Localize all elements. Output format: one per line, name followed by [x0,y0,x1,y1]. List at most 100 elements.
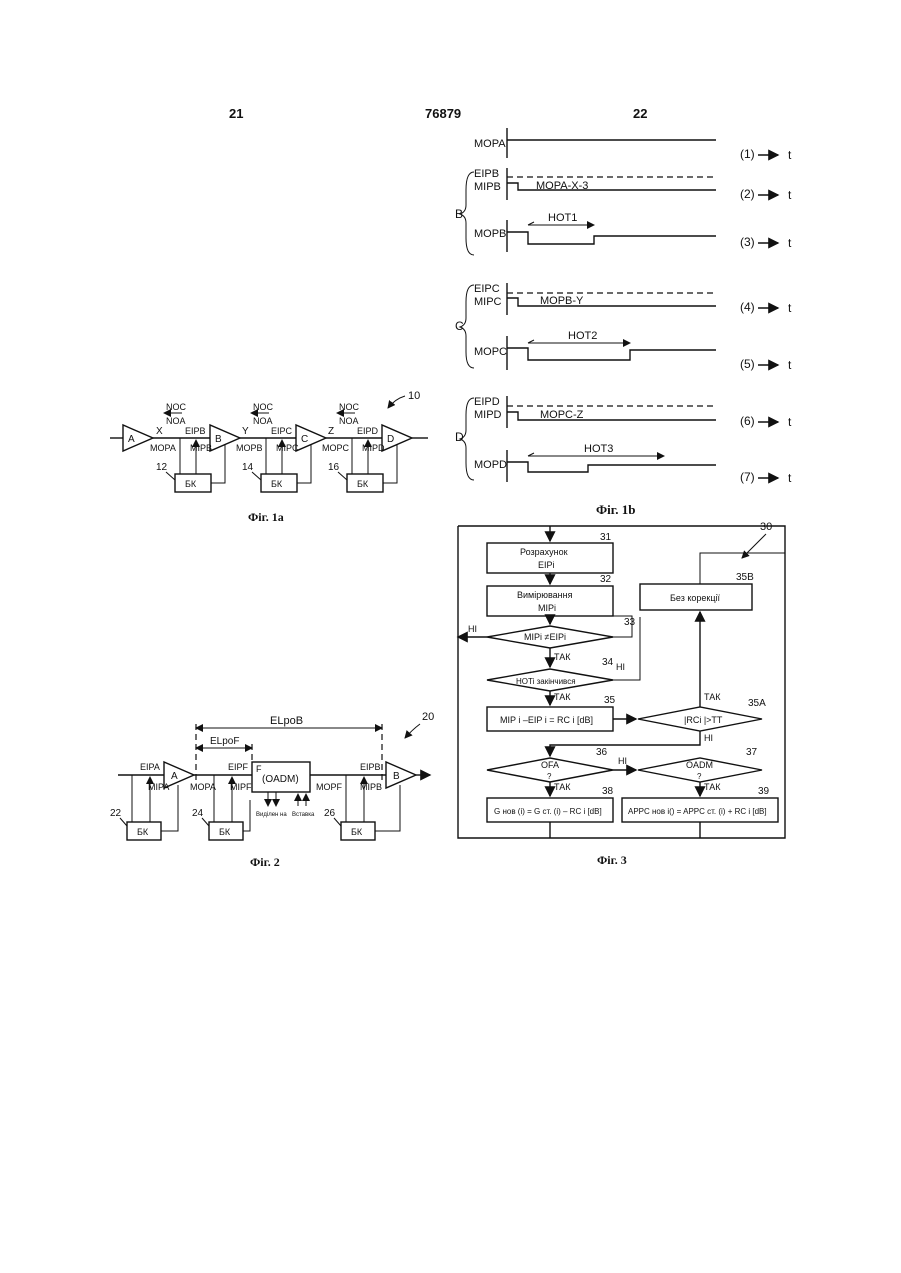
mop-c: MOPC [322,443,350,453]
mopf: MOPF [316,782,343,792]
d34-yes: ТАК [554,692,571,702]
node-y: Y [242,426,249,437]
ref-26: 26 [324,808,336,819]
bk-3: БК [357,479,369,489]
mip-c: MIPC [276,443,299,453]
fig2-amp-b [386,762,416,788]
mop-a: MOPA [150,443,176,453]
b32-l1: Вимірювання [517,590,573,600]
node-x: X [156,426,163,437]
fig3-flowchart: 30 Розрахунок EIPi 31 Вимірювання MIPi 3… [458,521,785,867]
ref-22: 22 [110,808,122,819]
mip-d: MIPD [362,443,385,453]
ref-38: 38 [602,786,614,797]
t-7: t [788,471,792,485]
group-d: D [455,430,464,444]
fig2-amp-a-label: A [171,771,178,782]
noa-2: NOA [253,416,273,426]
d37-l2: ? [697,772,702,781]
eip-c: EIPC [271,426,293,436]
fig1a-caption: Фіг. 1a [248,510,284,524]
add-label: Вставка [292,812,315,818]
fig2-bk-2-label: БК [219,827,231,837]
noa-1: NOA [166,416,186,426]
ref-39: 39 [758,786,770,797]
mipa: MIPA [148,782,169,792]
d37-yes: ТАК [704,782,721,792]
num-7: (7) [740,470,755,484]
b32-l2: MIPi [538,603,556,613]
bk-1: БК [185,479,197,489]
d36-l1: OFA [541,760,559,770]
label-mipd: MIPD [474,409,502,421]
eipb: EIPB [360,762,381,772]
fig3-ref: 30 [760,521,772,533]
noa-3: NOA [339,416,359,426]
t-1: t [788,148,792,162]
b31-l2: EIPi [538,560,555,570]
eipa: EIPA [140,762,160,772]
noc-3: NOC [339,402,360,412]
ref-35b: 35B [736,572,754,583]
d33-yes: ТАК [554,652,571,662]
ref-16: 16 [328,462,340,473]
d34-no: НІ [616,662,625,672]
ref-14: 14 [242,462,254,473]
label-mopb: MOPB [474,228,506,240]
amp-a-label: A [128,434,135,445]
elpof: ELpoF [210,736,239,747]
mop-cz: MOPC-Z [540,409,584,421]
label-eipc: EIPC [474,283,500,295]
fig2-bk-3-label: БК [351,827,363,837]
b39: APPC нов i() = APPC ст. (i) + RC i [dB] [628,807,767,816]
fig2-caption: Фіг. 2 [250,855,280,869]
ref-12: 12 [156,462,168,473]
eipf: EIPF [228,762,249,772]
hot1: HOT1 [548,212,577,224]
ref-33: 33 [624,617,636,628]
t-3: t [788,236,792,250]
t-2: t [788,188,792,202]
ref-35a: 35A [748,698,766,709]
ref-34: 34 [602,657,614,668]
mop-b: MOPB [236,443,263,453]
d35a: |RCi |>TT [684,715,723,725]
mopa: MOPA [190,782,216,792]
fig1b-timing-diagram: MOPA (1) t B EIPB MIPB MOPA-X-3 (2) t MO… [455,128,792,517]
amp-d-label: D [387,434,394,445]
amp-c-label: C [301,434,308,445]
ref-24: 24 [192,808,204,819]
fig1b-caption: Фіг. 1b [596,502,635,517]
fig2-bk-1-label: БК [137,827,149,837]
ref-36: 36 [596,747,608,758]
num-5: (5) [740,357,755,371]
t-5: t [788,358,792,372]
fig2-ref: 20 [422,711,434,723]
hot2: HOT2 [568,330,597,342]
b35b: Без корекції [670,593,720,603]
num-3: (3) [740,235,755,249]
label-mopd: MOPD [474,459,507,471]
num-2: (2) [740,187,755,201]
mipb: MIPB [360,782,382,792]
fig1a-amplifier-chain: 10 A B C D NOC NOA NOC NOA NOC NOA X Y Z… [110,390,428,524]
d37-l1: OADM [686,760,713,770]
hot3: HOT3 [584,443,613,455]
b31-l1: Розрахунок [520,547,568,557]
eip-b: EIPB [185,426,206,436]
amp-b-label: B [215,434,222,445]
fig3-caption: Фіг. 3 [597,853,627,867]
num-6: (6) [740,414,755,428]
d36-yes: ТАК [554,782,571,792]
b38: G нов (i) = G ст. (i) – RC i [dB] [494,807,602,816]
t-6: t [788,415,792,429]
num-1: (1) [740,147,755,161]
d36-l2: ? [547,772,552,781]
label-mopc: MOPC [474,346,507,358]
ref-32: 32 [600,574,612,585]
fig2-amp-b-label: B [393,771,400,782]
oadm-label: (OADM) [262,774,299,785]
mipf: MIPF [230,782,252,792]
label-mipb: MIPB [474,181,501,193]
